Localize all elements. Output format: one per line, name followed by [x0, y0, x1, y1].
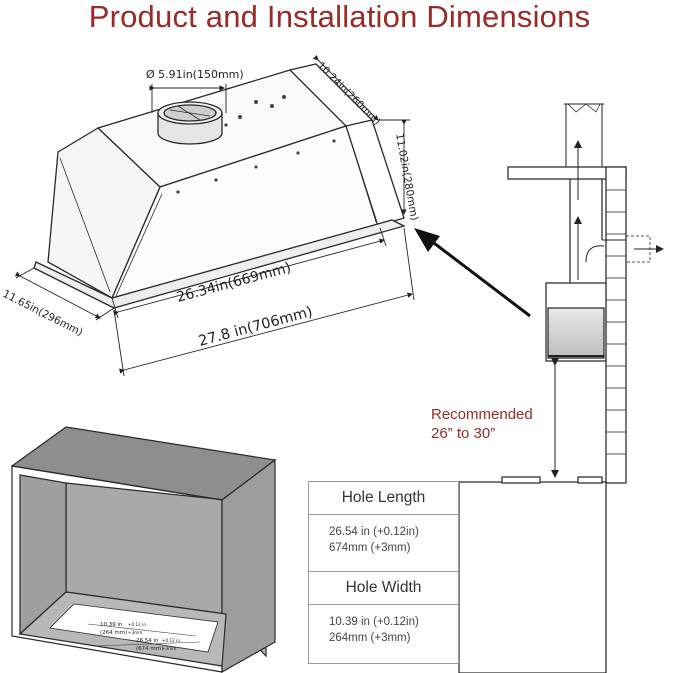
hole-width-header: Hole Width — [309, 572, 458, 605]
flange-depth-label: 11.65in(296mm) — [1, 288, 85, 339]
cutout-width-in: 10.39 in — [100, 622, 123, 628]
cabinet-cutout-drawing — [10, 426, 277, 673]
hole-length-header: Hole Length — [309, 482, 458, 515]
flange-length-label: 27.8 in(706mm) — [197, 304, 315, 350]
cutout-width-mm-tol: +3mm — [128, 630, 142, 635]
hood-dimension-lines — [14, 54, 415, 377]
cutout-length-in: 26.54 in — [136, 638, 159, 644]
hole-width-mm: 264mm (+3mm) — [329, 632, 411, 644]
pointer-arrow-head — [414, 228, 440, 252]
height-label: 11.02in(280mm) — [393, 132, 420, 221]
cutout-length-mm-tol: +3mm — [162, 646, 176, 651]
pointer-arrow — [429, 238, 531, 318]
duct-diameter-label: Ø 5.91in(150mm) — [146, 68, 244, 81]
cutout-length-in-tol: +0.12 in — [162, 638, 180, 643]
hole-dimension-table: Hole Length 26.54 in (+0.12in) 674mm (+3… — [308, 481, 459, 664]
installation-side-view — [458, 103, 651, 673]
hole-length-values: 26.54 in (+0.12in) 674mm (+3mm) — [309, 515, 458, 572]
hole-width-values: 10.39 in (+0.12in) 264mm (+3mm) — [309, 605, 458, 663]
hole-length-in: 26.54 in (+0.12in) — [329, 526, 419, 538]
hole-width-in: 10.39 in (+0.12in) — [329, 616, 419, 628]
recommended-range: 26” to 30” — [431, 425, 495, 442]
recommended-label: Recommended — [431, 406, 533, 423]
page-title: Product and Installation Dimensions — [88, 0, 591, 34]
cutout-length-mm: (674 mm) — [136, 646, 163, 652]
cutout-width-mm: (264 mm) — [100, 630, 127, 636]
duct-collar — [157, 101, 223, 145]
hole-length-mm: 674mm (+3mm) — [329, 542, 411, 554]
cutout-width-in-tol: +0.12 in — [128, 622, 146, 627]
